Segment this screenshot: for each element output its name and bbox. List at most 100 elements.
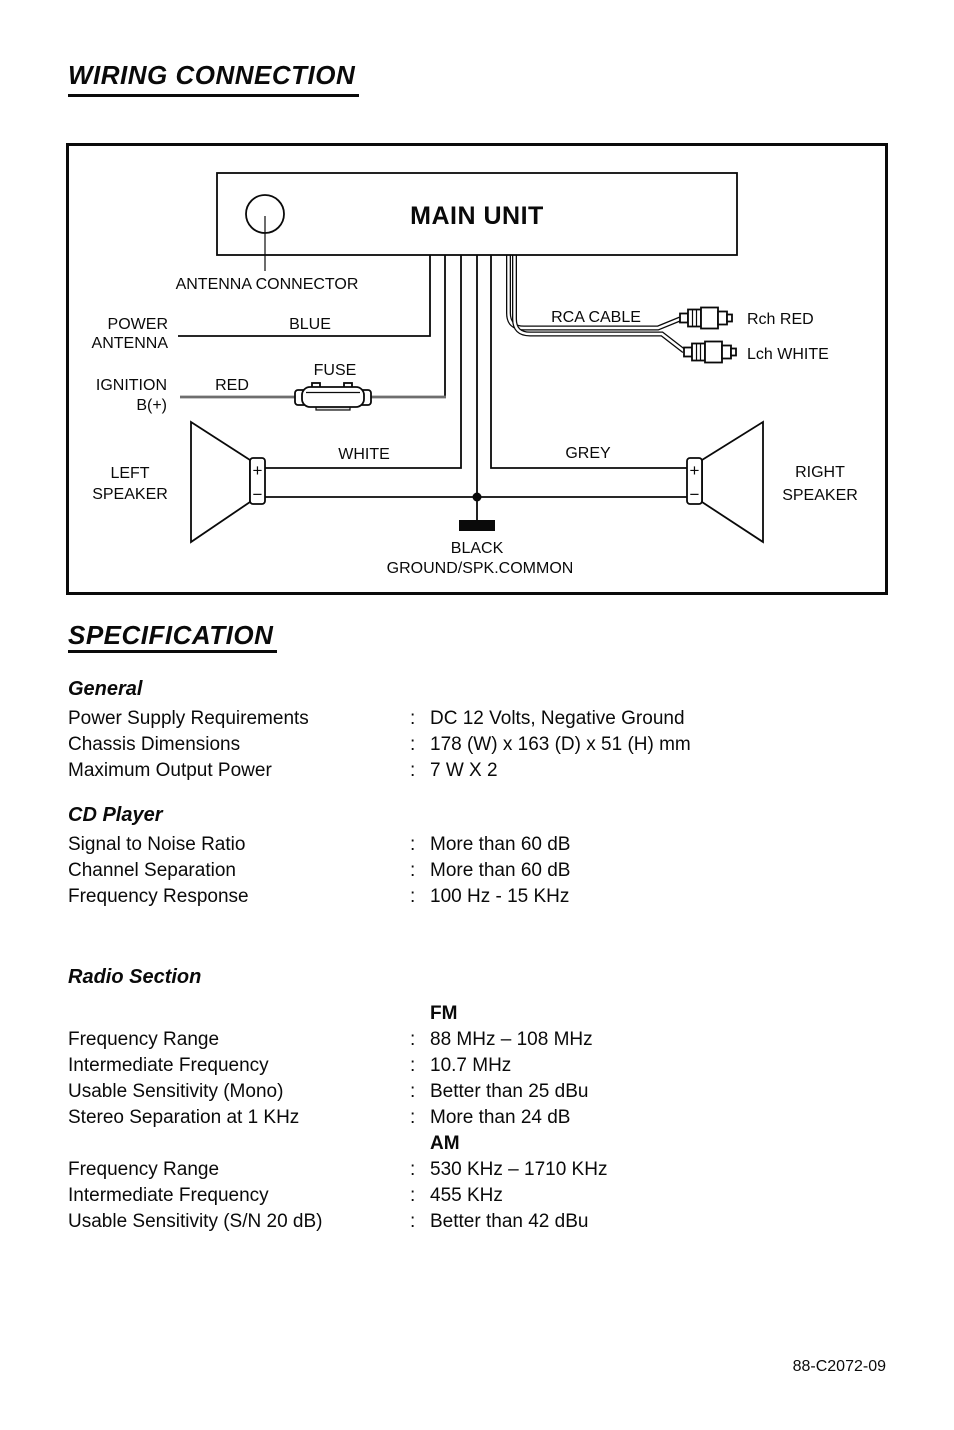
- spec-label: Signal to Noise Ratio: [68, 834, 246, 855]
- right-speaker-minus: −: [690, 485, 700, 504]
- band-row: AM: [68, 1131, 848, 1157]
- radio-section-heading: Radio Section: [68, 966, 202, 988]
- diagram-border: [66, 143, 888, 595]
- left-speaker-label-1: LEFT: [110, 465, 149, 482]
- spec-colon: :: [410, 1029, 416, 1050]
- grey-wire-label: GREY: [565, 445, 611, 462]
- spec-colon: :: [410, 1159, 416, 1180]
- spec-value: More than 60 dB: [430, 860, 571, 881]
- spec-value: Better than 42 dBu: [430, 1211, 589, 1232]
- spec-row: Usable Sensitivity (Mono) : Better than …: [68, 1079, 848, 1105]
- general-rows: Power Supply Requirements : DC 12 Volts,…: [68, 706, 848, 784]
- power-label: POWER: [108, 316, 168, 333]
- junction-dot: [472, 492, 482, 502]
- spec-label: Frequency Response: [68, 886, 249, 907]
- left-speaker-plus: +: [253, 461, 263, 480]
- rca-plug-lch-icon: [683, 340, 737, 364]
- band-row: FM: [68, 1001, 848, 1027]
- blue-wire-label: BLUE: [289, 316, 331, 333]
- spec-row: Maximum Output Power : 7 W X 2: [68, 758, 848, 784]
- spec-label: Power Supply Requirements: [68, 708, 309, 729]
- spec-row: Power Supply Requirements : DC 12 Volts,…: [68, 706, 848, 732]
- spec-label: [68, 1001, 410, 1027]
- spec-row: Signal to Noise Ratio : More than 60 dB: [68, 832, 848, 858]
- spec-colon: :: [410, 708, 416, 729]
- spec-colon: :: [410, 1107, 416, 1128]
- spec-row: Frequency Response : 100 Hz - 15 KHz: [68, 884, 848, 910]
- power-antenna-label: ANTENNA: [92, 335, 169, 352]
- spec-value: 7 W X 2: [430, 760, 498, 781]
- spec-value: Better than 25 dBu: [430, 1081, 589, 1102]
- spec-label: Maximum Output Power: [68, 760, 272, 781]
- spec-colon: :: [410, 760, 416, 781]
- left-speaker-label-2: SPEAKER: [92, 486, 168, 503]
- spec-label: Stereo Separation at 1 KHz: [68, 1107, 300, 1128]
- general-heading: General: [68, 678, 143, 700]
- white-wire: [265, 255, 462, 469]
- right-speaker-icon: + −: [686, 420, 764, 544]
- spec-row: Intermediate Frequency : 455 KHz: [68, 1183, 848, 1209]
- spec-colon: [410, 1001, 430, 1027]
- black-wire-label: BLACK: [451, 540, 504, 557]
- spec-label: Frequency Range: [68, 1159, 220, 1180]
- right-speaker-label-1: RIGHT: [795, 464, 845, 481]
- band-label-am: AM: [430, 1133, 460, 1154]
- spec-colon: :: [410, 734, 416, 755]
- radio-section: Radio Section FM Frequency Range : 88 MH…: [68, 966, 848, 1235]
- band-label-fm: FM: [430, 1003, 458, 1024]
- spec-label: [68, 1131, 410, 1157]
- spec-colon: :: [410, 1211, 416, 1232]
- general-section: General Power Supply Requirements : DC 1…: [68, 678, 848, 784]
- spec-label: Frequency Range: [68, 1029, 220, 1050]
- blue-wire: [178, 255, 431, 337]
- fuse-icon: [294, 382, 372, 411]
- spec-value: 178 (W) x 163 (D) x 51 (H) mm: [430, 734, 691, 755]
- spec-colon: :: [410, 1081, 416, 1102]
- main-unit-box: [216, 172, 738, 256]
- right-speaker-plus: +: [690, 461, 700, 480]
- wiring-diagram-svg: MAIN UNIT + − + − ANTENNA CONNECTOR POWE…: [66, 143, 888, 595]
- left-speaker-icon: + −: [190, 420, 266, 544]
- spec-row: Frequency Range : 88 MHz – 108 MHz: [68, 1027, 848, 1053]
- fuse-label: FUSE: [314, 362, 357, 379]
- spec-colon: :: [410, 834, 416, 855]
- spec-colon: :: [410, 860, 416, 881]
- spec-row: Usable Sensitivity (S/N 20 dB) : Better …: [68, 1209, 848, 1235]
- spec-label: Chassis Dimensions: [68, 734, 241, 755]
- spec-label: Intermediate Frequency: [68, 1055, 269, 1076]
- spec-label: Usable Sensitivity (Mono): [68, 1081, 284, 1102]
- spec-row: Chassis Dimensions : 178 (W) x 163 (D) x…: [68, 732, 848, 758]
- left-speaker-minus: −: [253, 485, 263, 504]
- spec-value: 88 MHz – 108 MHz: [430, 1029, 593, 1050]
- wiring-diagram: MAIN UNIT + − + − ANTENNA CONNECTOR POWE…: [66, 143, 888, 595]
- spec-value: 530 KHz – 1710 KHz: [430, 1159, 608, 1180]
- spec-colon: :: [410, 886, 416, 907]
- lch-white-label: Lch WHITE: [747, 346, 829, 363]
- spec-value: 10.7 MHz: [430, 1055, 512, 1076]
- specification-section: SPECIFICATION General Power Supply Requi…: [68, 622, 848, 1235]
- ignition-label: IGNITION: [96, 377, 167, 394]
- cd-player-rows: Signal to Noise Ratio : More than 60 dB …: [68, 832, 848, 910]
- b-plus-label: B(+): [136, 397, 167, 414]
- white-wire-label: WHITE: [338, 446, 390, 463]
- rca-cable-label: RCA CABLE: [551, 309, 641, 326]
- spec-value: 455 KHz: [430, 1185, 503, 1206]
- spec-row: Frequency Range : 530 KHz – 1710 KHz: [68, 1157, 848, 1183]
- antenna-connector-label: ANTENNA CONNECTOR: [176, 276, 359, 293]
- ground-label: GROUND/SPK.COMMON: [387, 560, 574, 577]
- spec-label: Intermediate Frequency: [68, 1185, 269, 1206]
- spec-value: DC 12 Volts, Negative Ground: [430, 708, 685, 729]
- wiring-connection-title: WIRING CONNECTION: [68, 60, 360, 97]
- specification-title: SPECIFICATION: [68, 622, 278, 653]
- spec-row: Channel Separation : More than 60 dB: [68, 858, 848, 884]
- spec-colon: [410, 1131, 430, 1157]
- document-number: 88-C2072-09: [792, 1358, 886, 1375]
- rca-cable-icon: [506, 255, 686, 353]
- spec-value: More than 60 dB: [430, 834, 571, 855]
- right-speaker-label-2: SPEAKER: [782, 487, 858, 504]
- spec-value: 100 Hz - 15 KHz: [430, 886, 570, 907]
- cd-player-heading: CD Player: [68, 804, 163, 826]
- radio-fm-rows: FM Frequency Range : 88 MHz – 108 MHz In…: [68, 1001, 848, 1235]
- cd-player-section: CD Player Signal to Noise Ratio : More t…: [68, 804, 848, 910]
